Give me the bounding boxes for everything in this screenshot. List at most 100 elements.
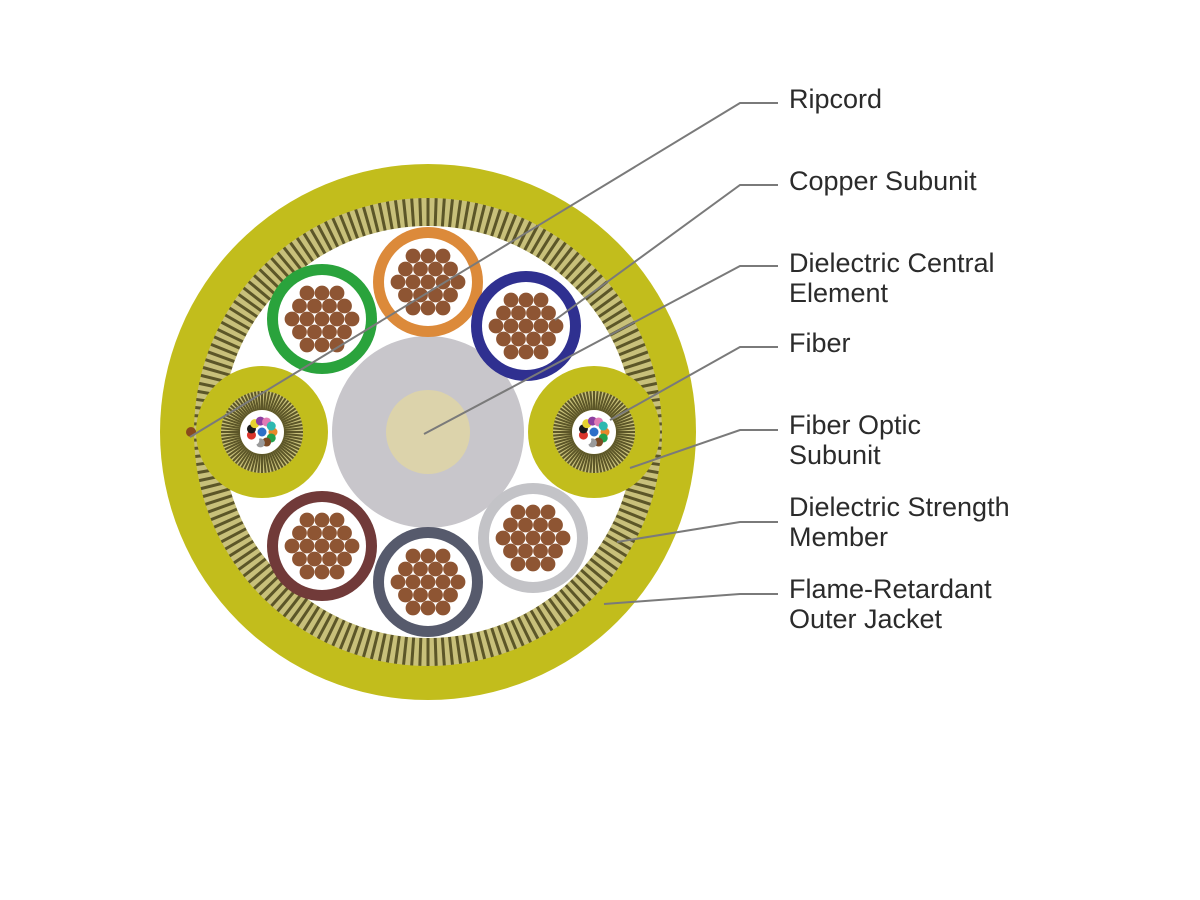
copper-conductor (284, 311, 300, 327)
copper-conductor (398, 261, 413, 277)
copper-conductor (488, 318, 504, 334)
copper-conductor (307, 298, 322, 314)
copper-conductor (398, 287, 413, 303)
label-copper-subunit: Copper Subunit (789, 166, 977, 196)
copper-conductor (510, 530, 526, 546)
label-dielectric-central-element: Dielectric Central Element (789, 248, 995, 308)
copper-conductor (322, 525, 337, 541)
copper-conductor (337, 551, 352, 567)
copper-conductor (540, 530, 556, 546)
copper-conductor (413, 261, 428, 277)
copper-conductor (428, 561, 443, 577)
leader-line (629, 429, 778, 469)
copper-subunit (267, 264, 377, 374)
copper-conductor (541, 331, 556, 347)
copper-conductor (435, 300, 451, 316)
copper-conductor (322, 324, 337, 340)
copper-conductor (322, 551, 337, 567)
leader-line (609, 346, 778, 421)
copper-conductor (435, 574, 451, 590)
copper-conductor (405, 574, 421, 590)
copper-conductor (292, 298, 307, 314)
copper-conductor (329, 337, 345, 353)
copper-subunit (471, 271, 581, 381)
copper-conductor (548, 543, 563, 559)
copper-conductor (428, 287, 443, 303)
copper-conductor (420, 300, 436, 316)
copper-conductor (525, 530, 541, 546)
copper-subunit (478, 483, 588, 593)
fiber-optic-subunit (528, 366, 660, 498)
copper-conductor (413, 587, 428, 603)
copper-conductor (329, 285, 345, 301)
copper-conductor (314, 538, 330, 554)
copper-conductor (329, 538, 345, 554)
copper-conductor (299, 564, 315, 580)
copper-conductor (390, 274, 406, 290)
fiber (589, 427, 599, 437)
copper-conductor (511, 305, 526, 321)
copper-conductor (420, 600, 436, 616)
copper-conductor (548, 318, 564, 334)
copper-conductor (344, 538, 360, 554)
fiber (266, 421, 276, 431)
copper-conductor (292, 551, 307, 567)
leader-line (423, 265, 778, 435)
fiber (598, 421, 608, 431)
copper-conductor (314, 564, 330, 580)
copper-subunit (373, 227, 483, 337)
leader-line (616, 521, 778, 543)
copper-conductor (292, 525, 307, 541)
copper-conductor (510, 556, 526, 572)
copper-subunit (373, 527, 483, 637)
copper-conductor (443, 287, 458, 303)
copper-conductor (435, 248, 451, 264)
copper-conductor (496, 331, 511, 347)
copper-conductor (307, 525, 322, 541)
copper-conductor (299, 337, 315, 353)
copper-conductor (299, 285, 315, 301)
copper-conductor (307, 551, 322, 567)
copper-conductor (518, 543, 533, 559)
copper-conductor (322, 298, 337, 314)
copper-conductor (405, 248, 421, 264)
cable-cross-section (160, 164, 696, 700)
copper-conductor (344, 311, 360, 327)
copper-conductor (496, 305, 511, 321)
copper-conductor (443, 587, 458, 603)
copper-conductor (428, 587, 443, 603)
copper-conductor (398, 587, 413, 603)
copper-conductor (435, 600, 451, 616)
fiber (578, 430, 588, 440)
copper-conductor (405, 548, 421, 564)
copper-conductor (329, 512, 345, 528)
copper-conductor (510, 504, 526, 520)
copper-conductor (337, 324, 352, 340)
copper-conductor (314, 337, 330, 353)
copper-conductor (555, 530, 571, 546)
copper-conductor (503, 517, 518, 533)
copper-conductor (511, 331, 526, 347)
copper-conductor (541, 305, 556, 321)
copper-conductor (533, 543, 548, 559)
copper-conductor (398, 561, 413, 577)
copper-conductor (299, 311, 315, 327)
copper-conductor (526, 305, 541, 321)
fiber (257, 427, 267, 437)
copper-conductor (435, 548, 451, 564)
fiber (246, 430, 256, 440)
leader-line (603, 593, 778, 605)
copper-conductor (518, 344, 534, 360)
label-outer-jacket: Flame-Retardant Outer Jacket (789, 574, 992, 634)
copper-conductor (405, 274, 421, 290)
strength-member-stripes (194, 198, 662, 666)
copper-conductor (450, 274, 466, 290)
copper-conductor (292, 324, 307, 340)
copper-conductor (525, 556, 541, 572)
copper-conductor (314, 311, 330, 327)
label-dielectric-strength-member: Dielectric Strength Member (789, 492, 1010, 552)
copper-conductor (307, 324, 322, 340)
copper-conductor (420, 248, 436, 264)
copper-conductor (420, 574, 436, 590)
